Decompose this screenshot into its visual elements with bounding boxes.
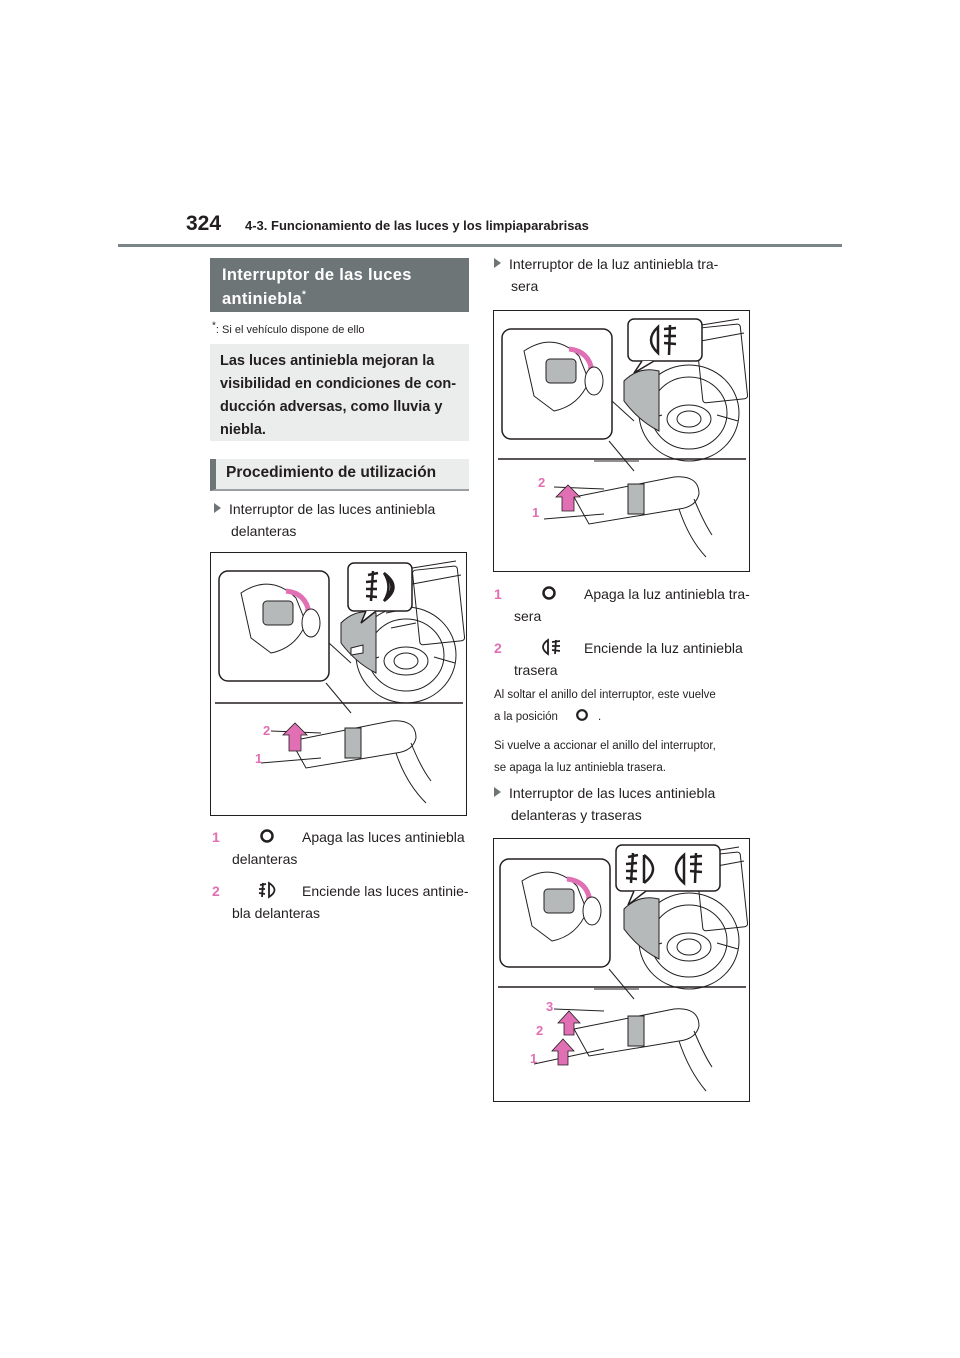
figure-label: 2	[263, 723, 270, 738]
both-fog-illustration: 3 2 1	[498, 844, 749, 1092]
rear-fog-heading: Interruptor de la luz antiniebla tra- se…	[494, 253, 718, 297]
bullet-triangle-icon	[494, 258, 501, 268]
intro-line: niebla.	[220, 422, 266, 438]
front-fog-callout	[347, 562, 413, 624]
stalk-switch	[533, 1008, 713, 1092]
procedure-heading: Procedimiento de utilización	[210, 459, 469, 491]
hand-zoom-inset	[499, 858, 611, 968]
page-title-box: Interruptor de las luces antiniebla*	[210, 258, 469, 312]
intro-line: visibilidad en condiciones de con-	[220, 376, 457, 392]
rear-fog-illustration: 2 1	[498, 318, 749, 558]
rotation-arrow	[555, 484, 581, 512]
rear-note-1: Al soltar el anillo del interruptor, est…	[494, 689, 716, 723]
front-fog-illustration: 2 1	[215, 560, 466, 804]
figure-label: 2	[538, 475, 545, 490]
hand-zoom-inset	[501, 328, 635, 440]
figure-label: 2	[536, 1023, 543, 1038]
rear-fog-callout	[627, 318, 703, 374]
figure-label: 1	[255, 751, 262, 766]
off-circle-icon	[260, 829, 274, 843]
both-fog-callout	[615, 844, 721, 906]
off-circle-icon	[576, 709, 588, 721]
front-fog-light-icon	[258, 881, 276, 899]
both-fog-switch-figure: 3 2 1	[493, 838, 750, 1102]
intro-summary-box: Las luces antiniebla mejoran la visibili…	[210, 344, 469, 441]
figure-label: 3	[546, 999, 553, 1014]
both-fog-heading: Interruptor de las luces antiniebla dela…	[494, 782, 715, 826]
off-circle-icon	[542, 586, 556, 600]
front-fog-light-icon	[625, 852, 655, 884]
header-divider	[118, 244, 842, 247]
figure-label: 1	[530, 1051, 537, 1066]
title-asterisk: *	[302, 289, 307, 301]
rotation-arrow-lower	[551, 1038, 575, 1066]
rear-note-2: Si vuelve a accionar el anillo del inter…	[494, 740, 716, 774]
front-fog-heading: Interruptor de las luces antiniebla dela…	[214, 498, 435, 542]
hand-zoom-inset	[218, 570, 352, 682]
intro-line: Las luces antiniebla mejoran la	[220, 353, 435, 369]
rotation-arrow-upper	[557, 1010, 581, 1036]
page-title-line1: Interruptor de las luces	[222, 266, 412, 284]
rear-fog-light-icon	[542, 638, 561, 656]
intro-line: ducción adversas, como lluvia y	[220, 399, 443, 415]
figure-label: 1	[532, 505, 539, 520]
front-fog-switch-figure: 2 1	[210, 552, 467, 816]
footnote: *: Si el vehículo dispone de ello	[212, 320, 365, 336]
section-header-title: 4-3. Funcionamiento de las luces y los l…	[245, 218, 589, 233]
bullet-triangle-icon	[214, 503, 221, 513]
rear-fog-switch-figure: 2 1	[493, 310, 750, 572]
bullet-triangle-icon	[494, 787, 501, 797]
page-number: 324	[186, 212, 222, 235]
stalk-switch	[543, 476, 713, 558]
rotation-arrow	[282, 722, 308, 752]
page-title-line2: antiniebla*	[222, 289, 307, 308]
footnote-asterisk: *	[212, 320, 216, 332]
rear-fog-light-icon	[674, 852, 703, 886]
